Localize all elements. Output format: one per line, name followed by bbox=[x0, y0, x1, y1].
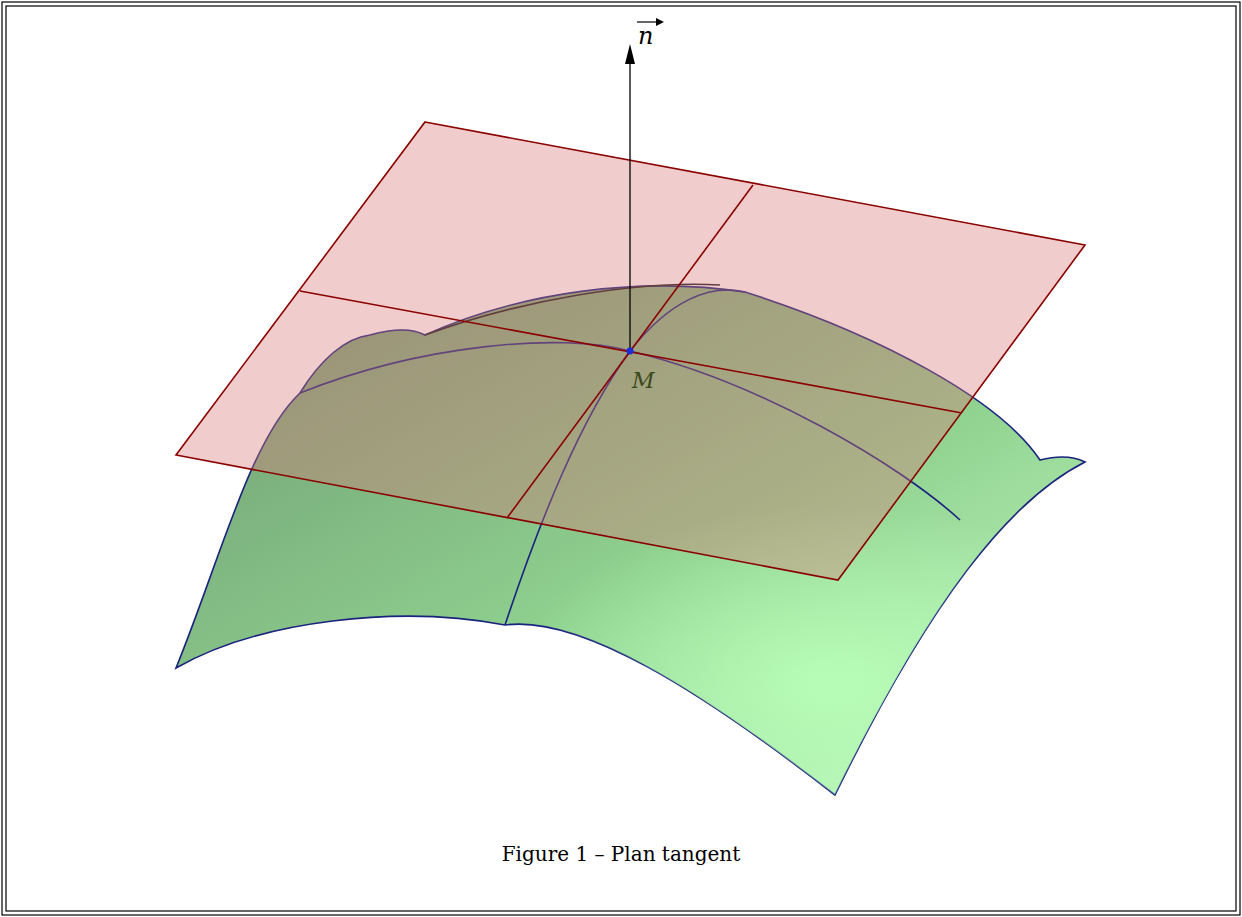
point-label: M bbox=[632, 368, 655, 393]
point-m bbox=[627, 348, 634, 355]
vector-label: n bbox=[638, 22, 653, 50]
normal-vector bbox=[629, 60, 630, 351]
plane-axis bbox=[300, 291, 962, 413]
vector-arrow-head bbox=[656, 18, 664, 26]
normal-arrowhead bbox=[625, 44, 635, 64]
frame-inner bbox=[6, 6, 1236, 911]
figure-caption: Figure 1 – Plan tangent bbox=[502, 842, 741, 866]
